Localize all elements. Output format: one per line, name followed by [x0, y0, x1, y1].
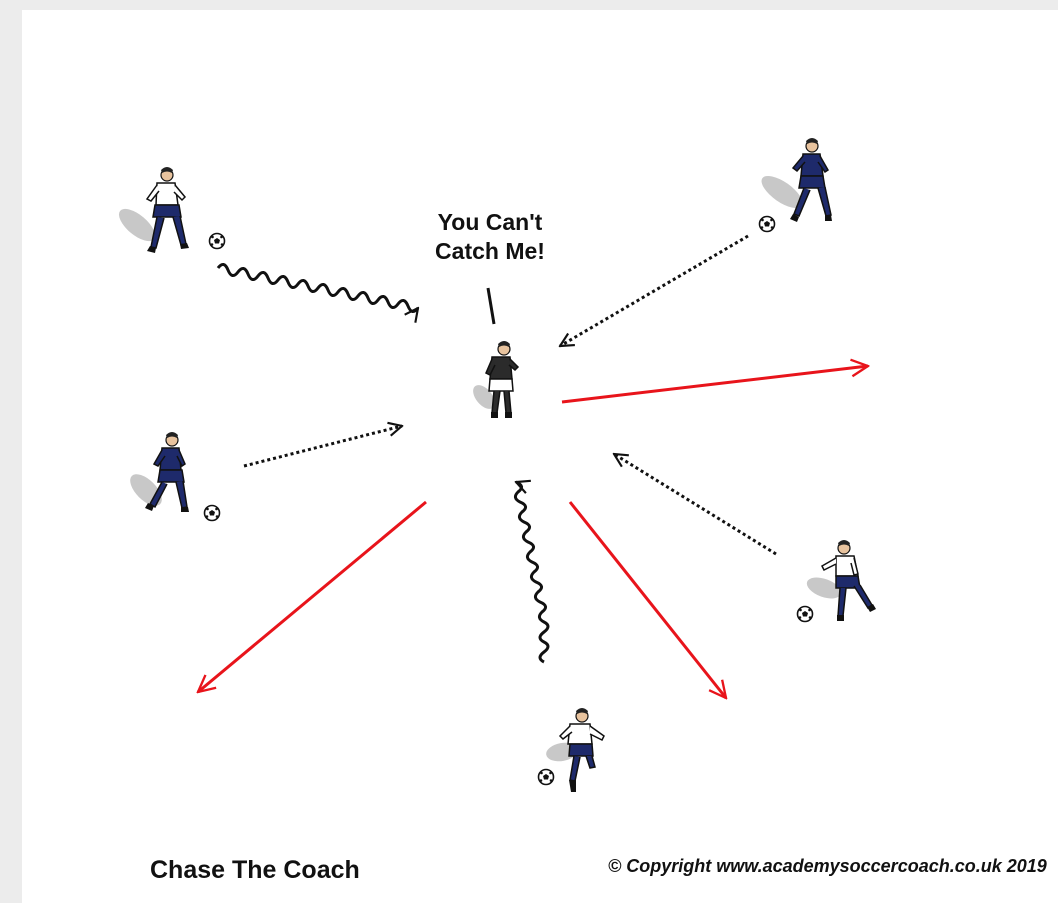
coach-center — [473, 341, 520, 418]
pass-arrow-mid-left — [243, 426, 402, 468]
callout-line-2: Catch Me! — [435, 238, 545, 264]
pass-arrow-mid-right — [614, 452, 777, 556]
ball-top-right — [758, 215, 776, 233]
dribble-arrow-bottom — [515, 482, 550, 664]
dribble-arrow-top-left — [216, 263, 418, 311]
callout-line-1: You Can't — [437, 209, 543, 235]
pass-arrow-top-right — [560, 234, 749, 348]
callout-pointer — [486, 287, 496, 325]
player-mid-left — [130, 432, 189, 512]
frame-top-border — [0, 0, 1058, 10]
player-top-right — [761, 138, 832, 222]
run-arrow-bottom-right — [568, 501, 726, 698]
frame-left-border — [0, 0, 22, 903]
ball-mid-right — [796, 605, 814, 623]
copyright-notice: © Copyright www.academysoccercoach.co.uk… — [608, 856, 1047, 876]
run-arrow-right — [561, 366, 868, 404]
run-arrow-bottom-left — [198, 500, 427, 692]
ball-bottom — [537, 768, 555, 786]
player-bottom — [546, 708, 605, 792]
drill-title: Chase The Coach — [150, 856, 360, 884]
ball-top-left — [208, 232, 226, 250]
player-mid-right — [806, 540, 876, 621]
player-top-left — [118, 167, 189, 253]
ball-mid-left — [203, 504, 221, 522]
coach-callout: You Can't Catch Me! — [402, 208, 578, 266]
